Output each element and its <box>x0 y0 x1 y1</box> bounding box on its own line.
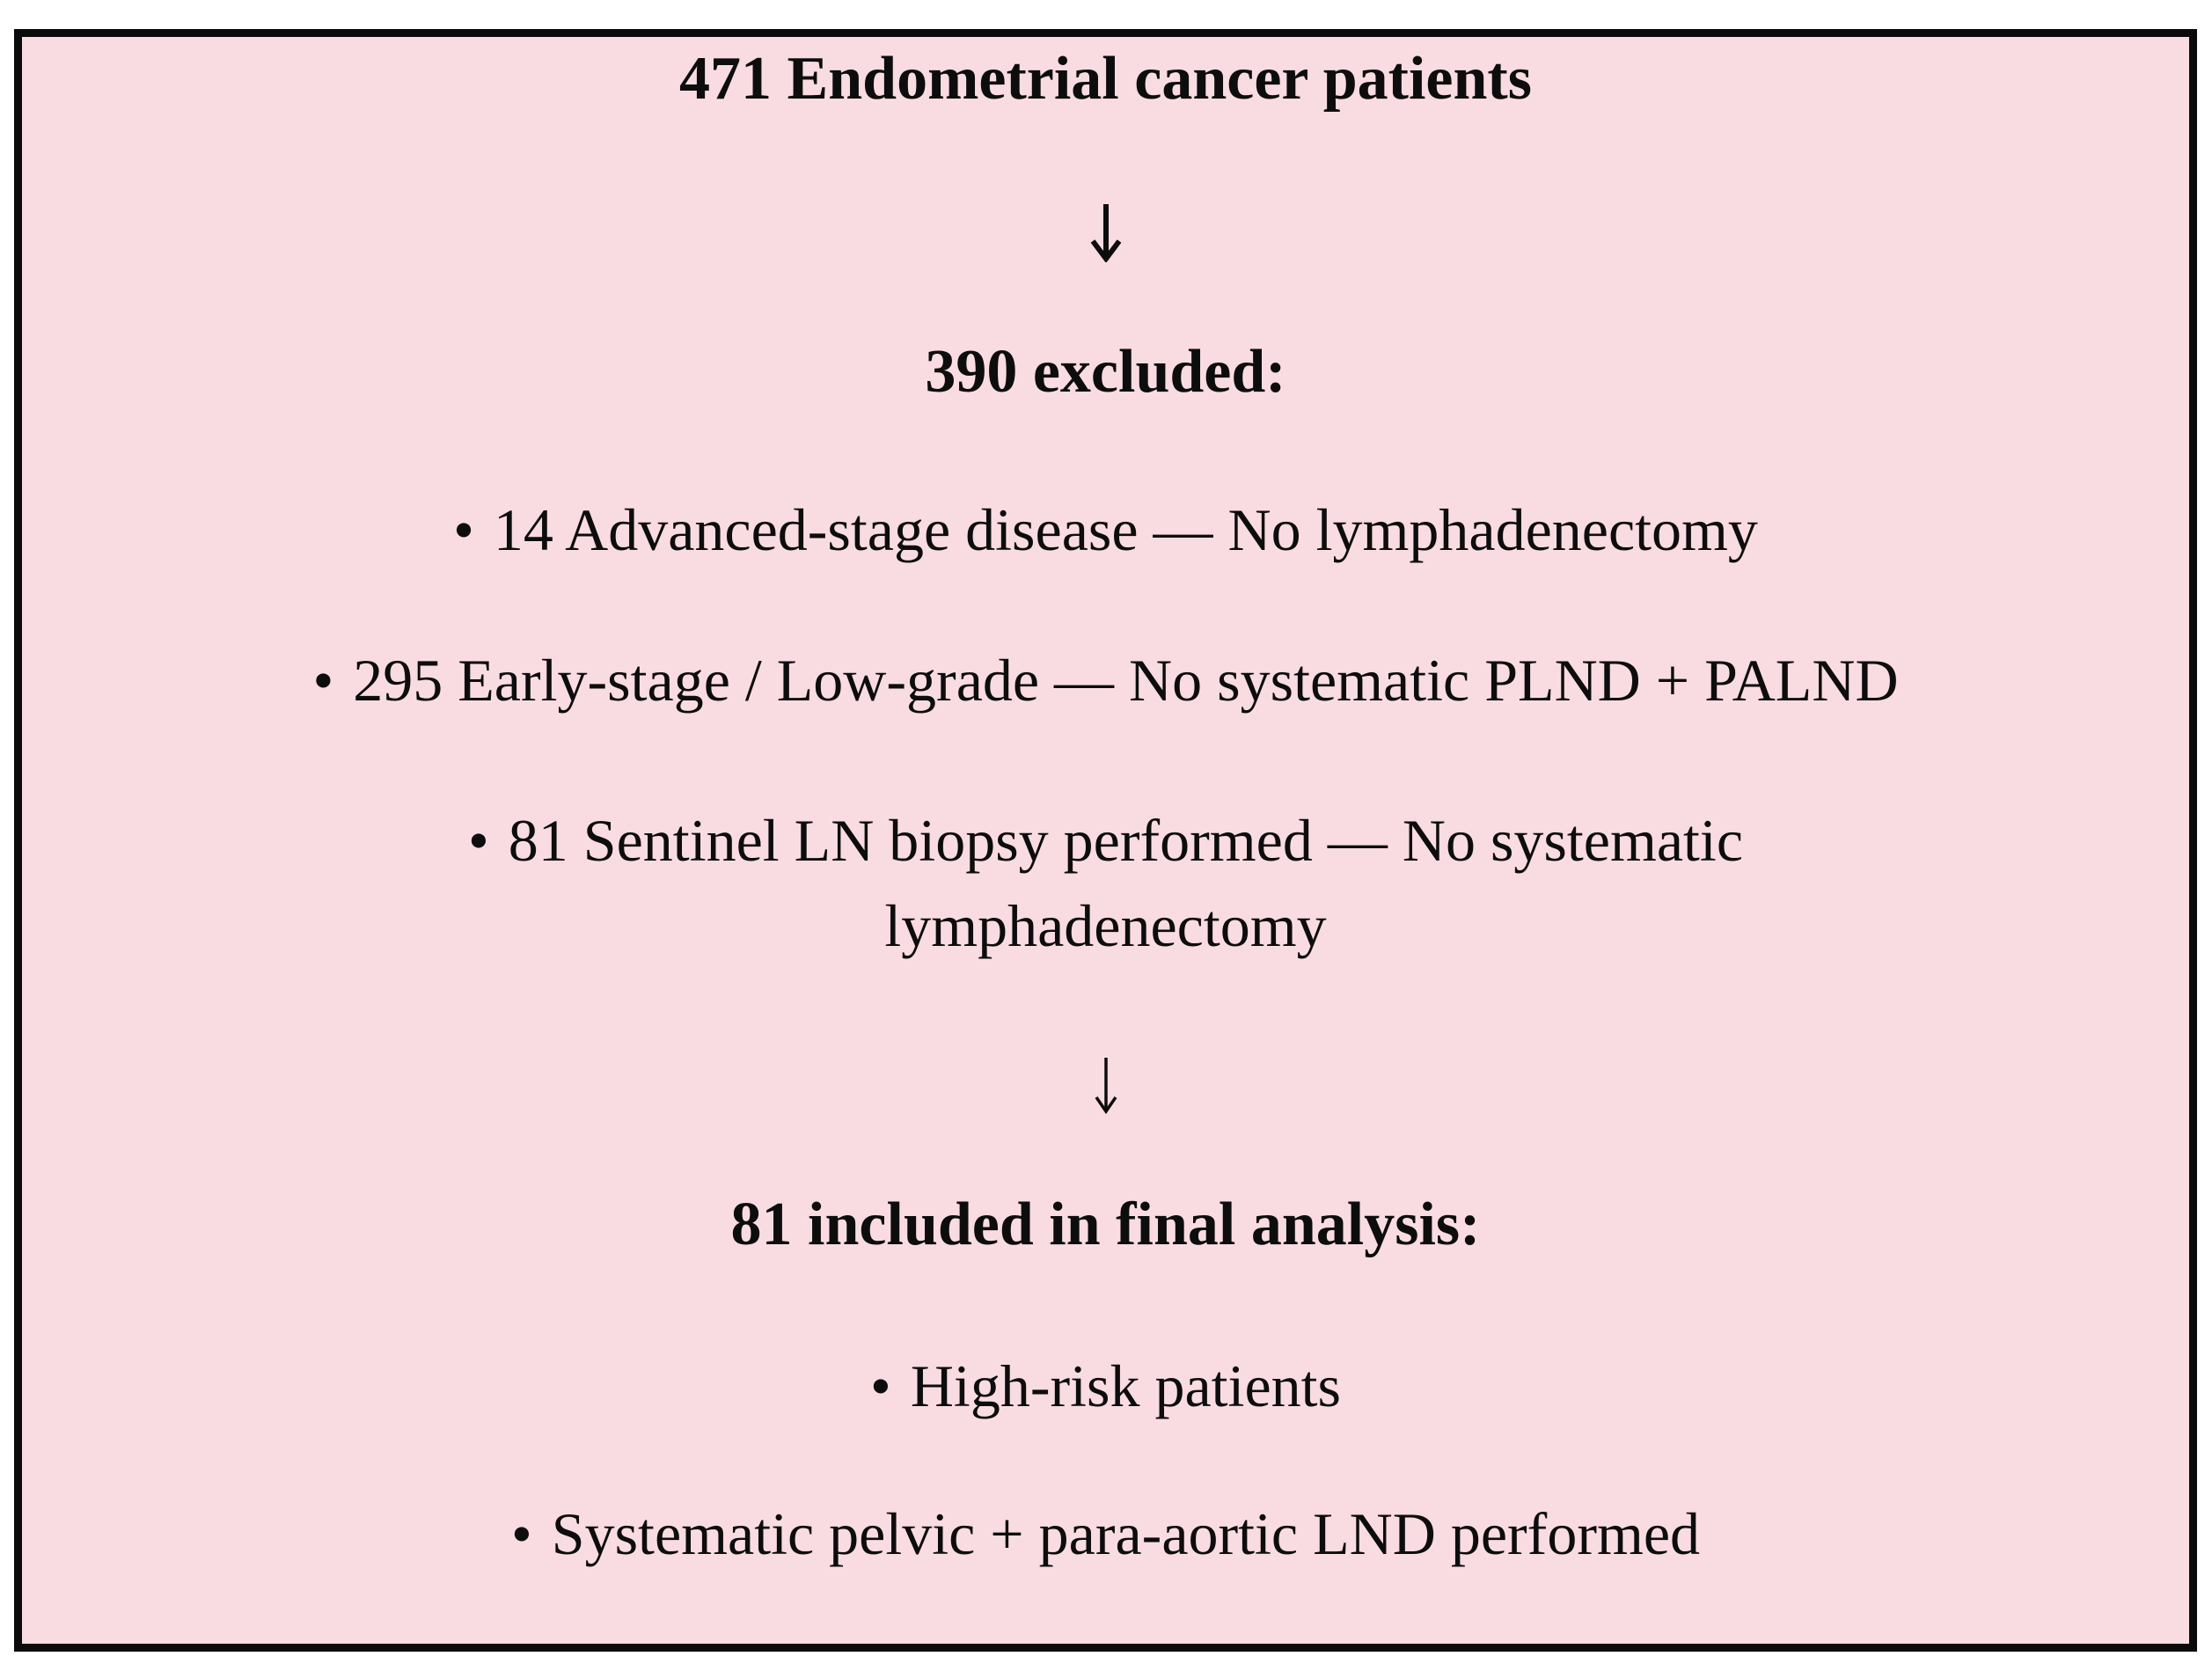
list-item-text: High-risk patients <box>910 1352 1341 1419</box>
list-item-text: 14 Advanced-stage disease — No lymphaden… <box>493 496 1758 563</box>
list-item: • High-risk patients <box>22 1344 2189 1429</box>
list-item: • Systematic pelvic + para-aortic LND per… <box>22 1491 2189 1577</box>
list-item: • 81 Sentinel LN biopsy performed — No sy… <box>22 798 2189 969</box>
down-arrow-icon <box>1090 204 1121 262</box>
bullet-icon: • <box>467 807 489 874</box>
list-item-line: • 81 Sentinel LN biopsy performed — No sy… <box>22 798 2189 883</box>
bullet-icon: • <box>453 496 474 563</box>
list-item-text: 81 Sentinel LN biopsy performed — No sys… <box>508 807 1743 874</box>
list-item-line: lymphadenectomy <box>884 892 1327 959</box>
bullet-icon: • <box>870 1352 891 1419</box>
list-item-text: Systematic pelvic + para-aortic LND perf… <box>551 1500 1701 1567</box>
list-item-text: 295 Early-stage / Low-grade — No systema… <box>353 647 1899 714</box>
flowchart-box: 471 Endometrial cancer patients 390 excl… <box>14 29 2197 1652</box>
excluded-heading: 390 excluded: <box>925 338 1286 406</box>
bullet-icon: • <box>510 1500 532 1567</box>
down-arrow-icon <box>1095 1058 1117 1115</box>
list-item: • 14 Advanced-stage disease — No lymphade… <box>22 487 2189 573</box>
included-heading: 81 included in final analysis: <box>730 1191 1481 1258</box>
list-item: • 295 Early-stage / Low-grade — No system… <box>22 638 2189 723</box>
bullet-icon: • <box>312 647 334 714</box>
flowchart-title: 471 Endometrial cancer patients <box>679 45 1532 113</box>
